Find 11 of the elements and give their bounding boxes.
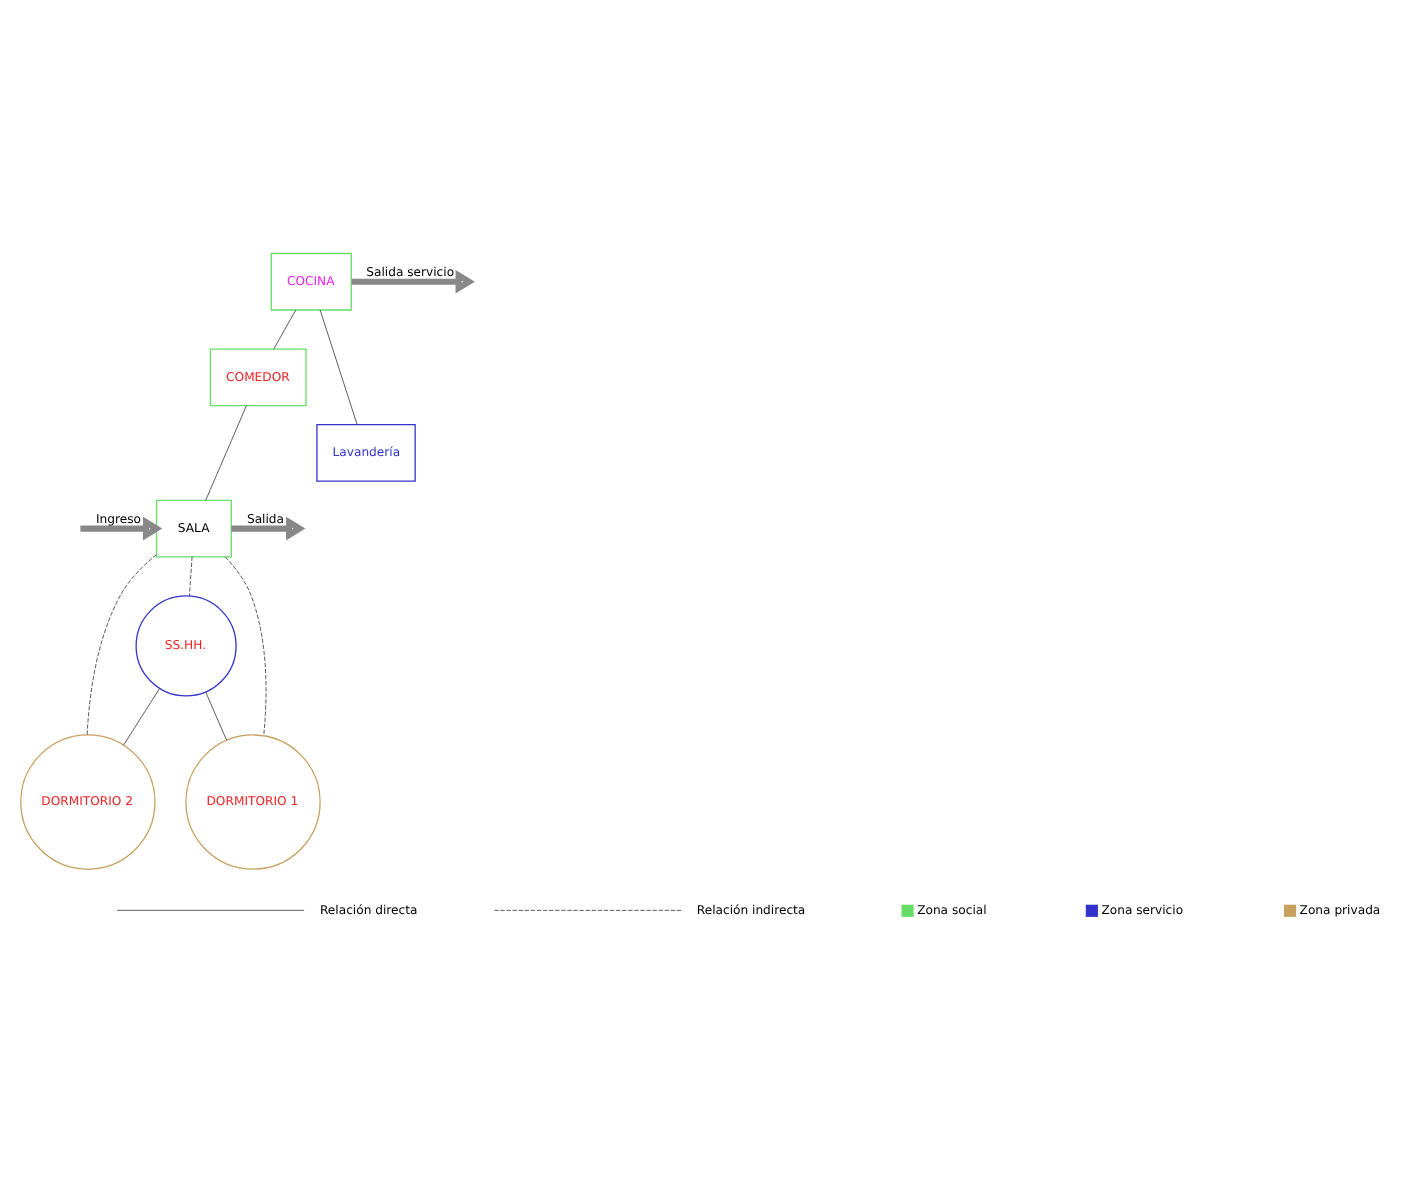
connector	[205, 691, 228, 741]
connector	[319, 309, 358, 425]
arrow	[231, 516, 306, 541]
connector	[273, 309, 297, 350]
connector	[224, 556, 267, 737]
connector	[189, 556, 193, 597]
connector	[123, 688, 160, 746]
arrow	[351, 269, 475, 294]
connector	[86, 554, 157, 736]
connector	[205, 405, 247, 501]
arrow	[80, 516, 163, 541]
